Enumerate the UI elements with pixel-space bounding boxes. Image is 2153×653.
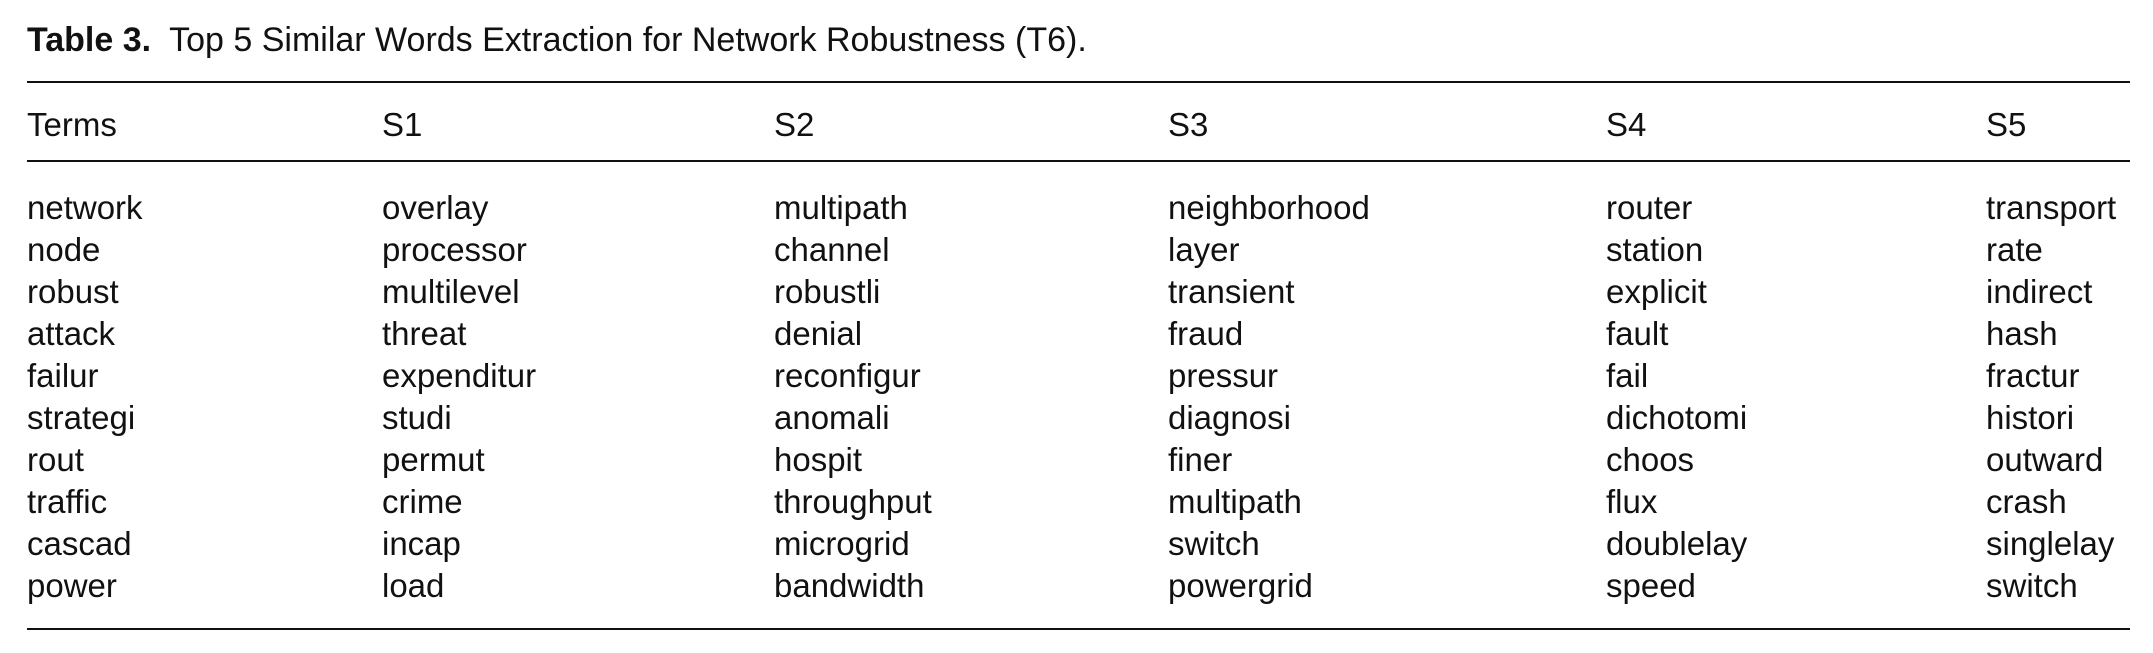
table-cell: network xyxy=(27,189,143,226)
table-cell: robust xyxy=(27,273,119,310)
table-cell: denial xyxy=(774,315,863,352)
table-cell: traffic xyxy=(27,483,108,520)
table-cell: multilevel xyxy=(382,273,520,310)
column-s2: multipath channel robustli denial reconfigur… xyxy=(774,187,932,607)
column-header-s1: S1 xyxy=(382,106,423,143)
table-cell: singlelay xyxy=(1986,525,2115,562)
table-cell: load xyxy=(382,567,445,604)
table-cell: processor xyxy=(382,231,527,268)
table-cell: strategi xyxy=(27,399,136,436)
column-s1: overlay processor multilevel threat expendit… xyxy=(382,187,536,607)
table-top-rule xyxy=(27,81,2130,83)
table-cell: indirect xyxy=(1986,273,2093,310)
table-cell: outward xyxy=(1986,441,2104,478)
table-cell: layer xyxy=(1168,231,1240,268)
table-cell: anomali xyxy=(774,399,890,436)
table-cell: overlay xyxy=(382,189,489,226)
table-cell: multipath xyxy=(1168,483,1302,520)
table-cell: switch xyxy=(1168,525,1260,562)
column-terms: network node robust attack failur strategi rou… xyxy=(27,187,143,607)
table-cell: pressur xyxy=(1168,357,1279,394)
table-caption-label: Table 3. xyxy=(27,21,152,59)
table-cell: hospit xyxy=(774,441,863,478)
table-cell: channel xyxy=(774,231,890,268)
column-s3: neighborhood layer transient fraud pressur di… xyxy=(1168,187,1370,607)
table-cell: cascad xyxy=(27,525,132,562)
table-cell: transient xyxy=(1168,273,1295,310)
table-cell: router xyxy=(1606,189,1693,226)
table-cell: threat xyxy=(382,315,467,352)
table-cell: rate xyxy=(1986,231,2043,268)
column-s4: router station explicit fault fail dichotomi c… xyxy=(1606,187,1747,607)
table-cell: neighborhood xyxy=(1168,189,1370,226)
table-cell: attack xyxy=(27,315,116,352)
table-cell: permut xyxy=(382,441,485,478)
column-s5: transport rate indirect hash fractur histori o… xyxy=(1986,187,2116,607)
table-cell: transport xyxy=(1986,189,2117,226)
table-cell: expenditur xyxy=(382,357,537,394)
column-header-s4: S4 xyxy=(1606,106,1647,143)
table-cell: node xyxy=(27,231,101,268)
table-cell: choos xyxy=(1606,441,1695,478)
table-cell: reconfigur xyxy=(774,357,921,394)
table-cell: rout xyxy=(27,441,84,478)
table-cell: finer xyxy=(1168,441,1233,478)
table-cell: histori xyxy=(1986,399,2075,436)
table-caption: Table 3. Top 5 Similar Words Extraction f… xyxy=(27,18,1087,62)
table-bottom-rule xyxy=(27,628,2130,630)
table-cell: flux xyxy=(1606,483,1658,520)
table-cell: studi xyxy=(382,399,452,436)
table-cell: crash xyxy=(1986,483,2067,520)
table-cell: station xyxy=(1606,231,1704,268)
table-header-rule xyxy=(27,160,2130,162)
table-cell: explicit xyxy=(1606,273,1707,310)
table-cell: doublelay xyxy=(1606,525,1748,562)
table-cell: multipath xyxy=(774,189,908,226)
table-cell: fractur xyxy=(1986,357,2080,394)
table-cell: hash xyxy=(1986,315,2058,352)
column-header-terms: Terms xyxy=(27,106,117,143)
table-cell: speed xyxy=(1606,567,1696,604)
table-cell: powergrid xyxy=(1168,567,1313,604)
table-cell: microgrid xyxy=(774,525,910,562)
table-cell: fault xyxy=(1606,315,1669,352)
column-header-s5: S5 xyxy=(1986,106,2027,143)
table-cell: fail xyxy=(1606,357,1649,394)
table-cell: dichotomi xyxy=(1606,399,1748,436)
table-cell: robustli xyxy=(774,273,881,310)
table-cell: switch xyxy=(1986,567,2078,604)
column-header-s2: S2 xyxy=(774,106,815,143)
table-cell: incap xyxy=(382,525,461,562)
table-cell: throughput xyxy=(774,483,932,520)
table-cell: failur xyxy=(27,357,99,394)
table-cell: power xyxy=(27,567,117,604)
table-cell: crime xyxy=(382,483,463,520)
table-cell: bandwidth xyxy=(774,567,925,604)
table-caption-text: Top 5 Similar Words Extraction for Netwo… xyxy=(169,21,1087,59)
table-cell: fraud xyxy=(1168,315,1244,352)
column-header-s3: S3 xyxy=(1168,106,1209,143)
table-cell: diagnosi xyxy=(1168,399,1291,436)
